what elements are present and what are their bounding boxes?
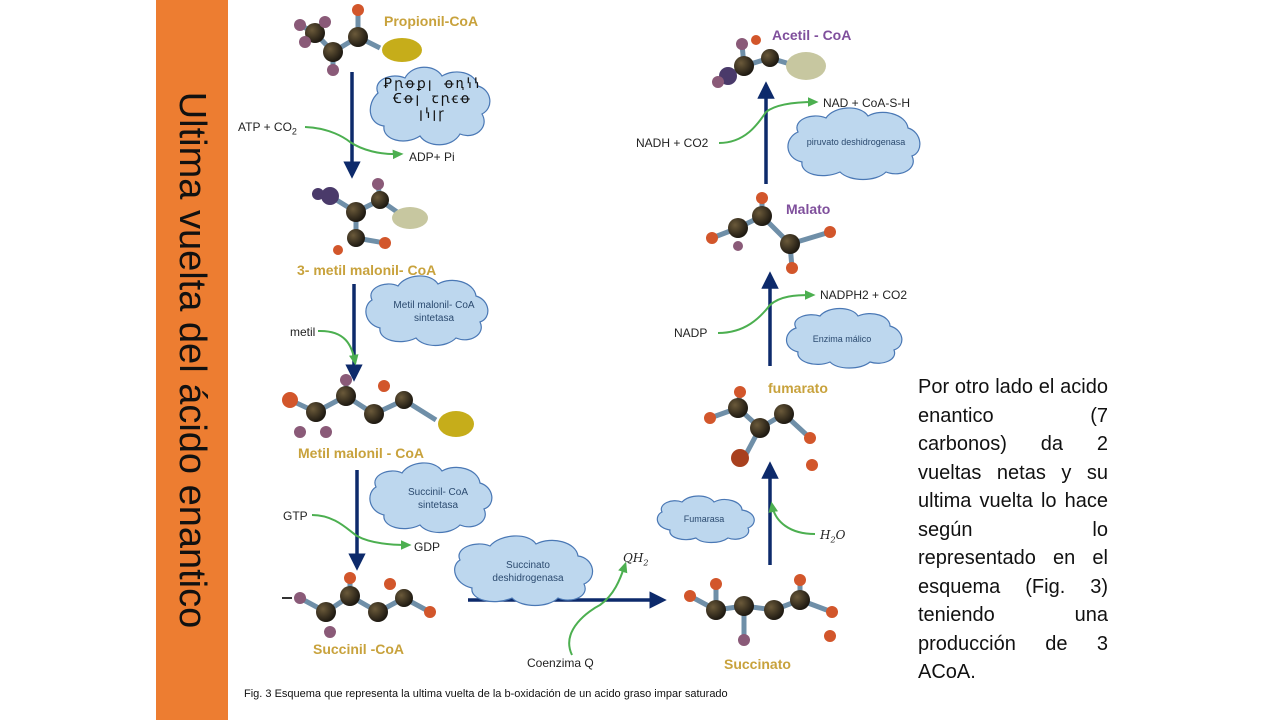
label-3-metil-malonil-coa: 3- metil malonil- CoA <box>297 262 437 278</box>
cloud-e7 <box>787 107 921 181</box>
cofactor-gdp: GDP <box>414 540 441 554</box>
enzyme-clouds <box>365 66 921 607</box>
molecule-3-metilmalonil <box>312 178 428 255</box>
explanation-text: Por otro lado el acido enantico (7 carbo… <box>918 376 1108 683</box>
cofactor-atp-co2: ATP + CO2 <box>238 120 297 137</box>
cofactor-h2o: H2O <box>820 528 846 545</box>
molecule-succinato <box>684 574 838 646</box>
label-metil-malonil-coa: Metil malonil - CoA <box>298 445 424 461</box>
cofactor-adp-pi: ADP+ Pi <box>409 150 455 164</box>
figure-caption: Fig. 3 Esquema que representa la ultima … <box>244 688 728 700</box>
enzyme-label-e4: Succinato deshidrogenasa <box>492 560 564 584</box>
label-succinil-coa: Succinil -CoA <box>313 641 405 657</box>
molecule-acetil <box>712 35 826 88</box>
enzyme-label-e2: Metil malonil- CoA sintetasa <box>393 300 475 324</box>
curve-nadh <box>718 97 819 144</box>
cofactor-nadp: NADP <box>674 326 708 340</box>
enzyme-label-e1: Ꝑꞃꝋꝑꞁ ꝋꞑꝇꝇ Ꞓꝋꞁ ꞇꞃꞓꝋ ꞁꝇꞁꞅ <box>383 76 482 122</box>
molecule-propionil <box>294 4 422 76</box>
cloud-e2 <box>365 275 489 347</box>
cofactor-metil: metil <box>290 325 316 339</box>
label-malato: Malato <box>786 201 831 217</box>
molecule-malato <box>706 192 836 274</box>
cloud-e5 <box>656 495 755 544</box>
label-propionil-coa: Propionil-CoA <box>384 13 479 29</box>
molecule-fumarato <box>704 386 818 471</box>
cloud-e3 <box>369 462 493 534</box>
cofactor-qh2: QH2 <box>623 551 649 568</box>
cofactor-coenzima-q: Coenzima Q <box>527 656 594 670</box>
label-succinato: Succinato <box>724 656 791 672</box>
curve-h2o <box>768 501 816 535</box>
cloud-e6 <box>785 307 903 369</box>
cofactor-gtp: GTP <box>283 509 308 523</box>
label-fumarato: fumarato <box>768 380 828 396</box>
enzyme-label-e3: Succinil- CoA sintetasa <box>407 487 469 511</box>
curve-metil <box>317 329 359 366</box>
curve-gtp <box>311 514 412 550</box>
cloud-e1 <box>369 66 491 146</box>
curve-atp <box>304 126 404 160</box>
cofactor-nadph2-co2: NADPH2 + CO2 <box>820 288 908 302</box>
label-acetil-coa: Acetil - CoA <box>772 27 852 43</box>
cloud-e4 <box>454 535 594 607</box>
cofactor-nad-coash: NAD + CoA-S-H <box>823 96 911 110</box>
enzyme-label-e5: Fumarasa <box>683 514 725 524</box>
molecule-succinil <box>282 572 436 638</box>
cofactor-nadh-co2: NADH + CO2 <box>636 136 709 150</box>
molecule-metilmalonil <box>282 374 474 438</box>
curve-nadp <box>717 290 816 334</box>
enzyme-label-e7: piruvato deshidrogenasa <box>806 137 906 147</box>
side-bar <box>156 0 228 720</box>
cofactor-curves <box>304 97 819 656</box>
enzyme-label-e6: Enzima málico <box>812 334 872 344</box>
curve-coq <box>568 561 628 656</box>
